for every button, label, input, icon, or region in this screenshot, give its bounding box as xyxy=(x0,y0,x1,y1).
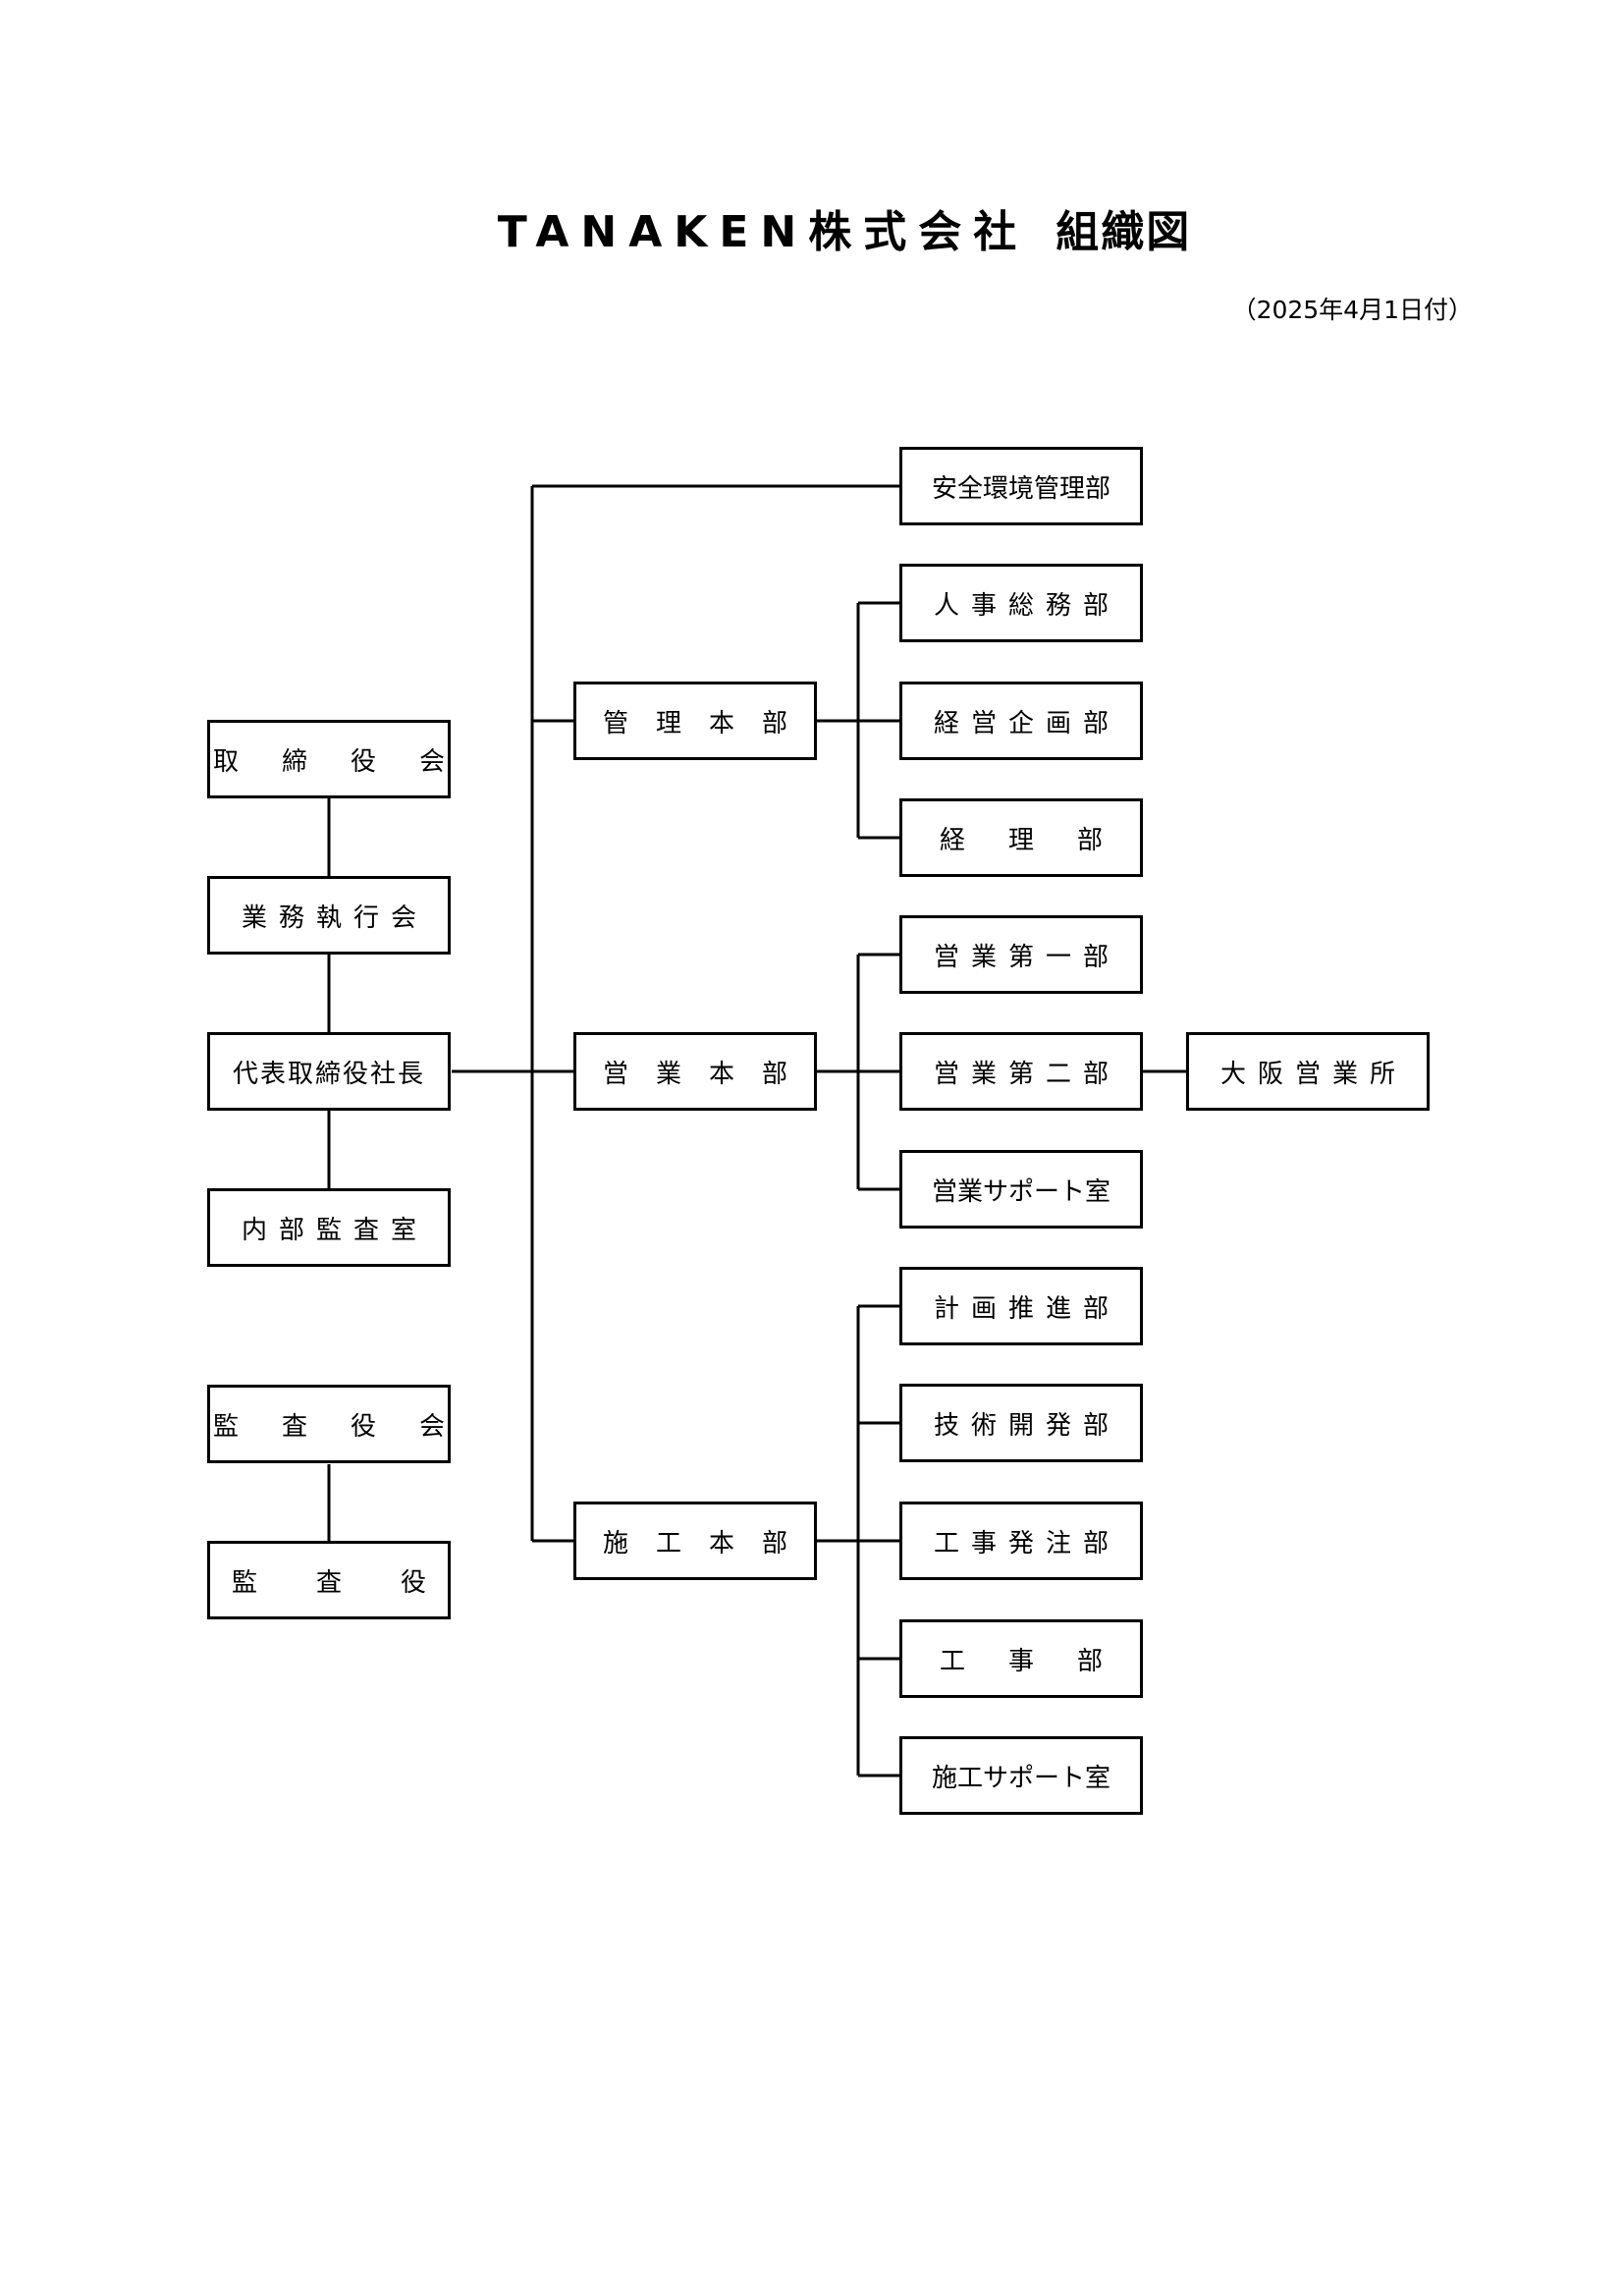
company-name: TANAKEN株式会社 xyxy=(497,207,1029,257)
box-sales-support-office: 営業サポート室 xyxy=(899,1150,1143,1229)
box-hr-general-affairs-dept: 人事総務部 xyxy=(899,564,1143,642)
box-planning-promotion-dept: 計画推進部 xyxy=(899,1267,1143,1345)
box-construction-ordering-dept: 工事発注部 xyxy=(899,1502,1143,1580)
box-sales-dept-1: 営業第一部 xyxy=(899,915,1143,994)
box-technology-development-dept: 技術開発部 xyxy=(899,1384,1143,1462)
box-admin-hq: 管理本部 xyxy=(573,682,817,760)
page-title: TANAKEN株式会社組織図 xyxy=(0,196,1624,259)
box-president: 代表取締役社長 xyxy=(207,1032,451,1111)
box-osaka-sales-office: 大阪営業所 xyxy=(1186,1032,1430,1111)
box-construction-hq: 施工本部 xyxy=(573,1502,817,1580)
box-safety-environment-dept: 安全環境管理部 xyxy=(899,447,1143,525)
box-sales-hq: 営業本部 xyxy=(573,1032,817,1111)
box-executive-committee: 業務執行会 xyxy=(207,876,451,955)
box-accounting-dept: 経理部 xyxy=(899,798,1143,877)
chart-name: 組織図 xyxy=(1056,207,1192,257)
effective-date: （2025年4月1日付） xyxy=(1231,296,1473,324)
box-works-dept: 工事部 xyxy=(899,1619,1143,1698)
box-board-of-directors: 取締役会 xyxy=(207,720,451,798)
box-internal-audit-office: 内部監査室 xyxy=(207,1188,451,1267)
box-auditor: 監査役 xyxy=(207,1541,451,1619)
box-sales-dept-2: 営業第二部 xyxy=(899,1032,1143,1111)
box-audit-board: 監査役会 xyxy=(207,1385,451,1463)
box-corporate-planning-dept: 経営企画部 xyxy=(899,682,1143,760)
box-construction-support-office: 施工サポート室 xyxy=(899,1736,1143,1815)
